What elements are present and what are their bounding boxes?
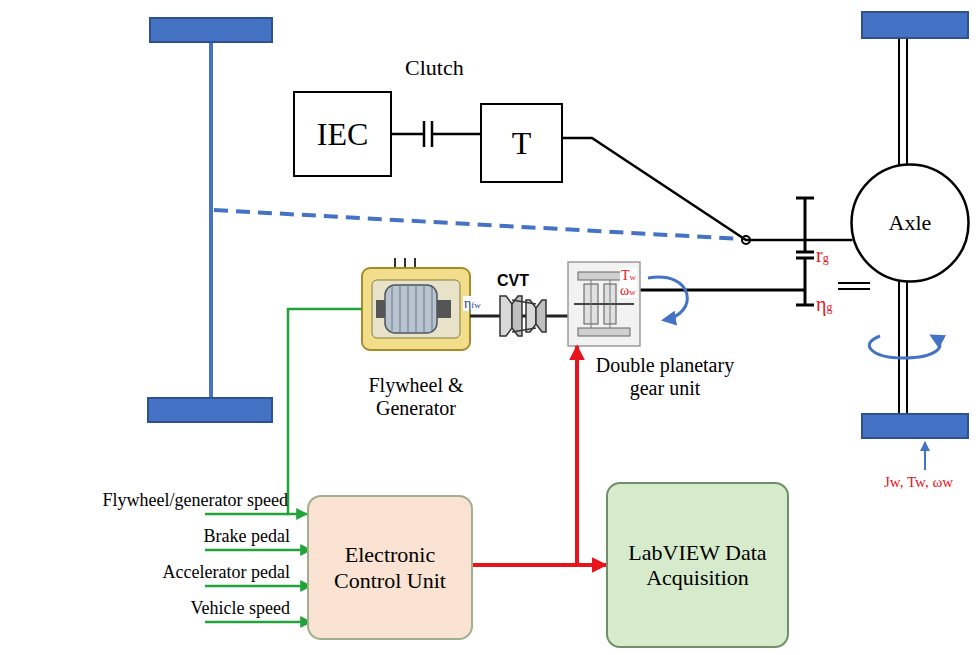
node-text: LabVIEW Data Acquisition [608, 540, 787, 591]
flywheel-generator-drawing-part [437, 300, 451, 318]
flywheel-generator-drawing-part [400, 286, 401, 332]
cvt-drawing-part [512, 328, 536, 332]
node-text: Double planetary gear unit [590, 354, 740, 400]
control-unit-box: Electronic Control Unit [307, 495, 473, 640]
signal-name: Brake pedal [204, 527, 290, 547]
planetary-gear-drawing-part [568, 262, 640, 346]
flywheel-generator-drawing-part [362, 268, 470, 350]
planetary-gear-drawing-part [591, 280, 592, 328]
cvt-drawing [470, 296, 568, 336]
final-drive-gear-part [796, 251, 814, 254]
front-axle-part [148, 398, 272, 422]
node-text: Electronic Control Unit [309, 542, 471, 593]
node-text: Flywheel & Generator [336, 374, 496, 420]
clutch-symbol [424, 121, 432, 147]
final-drive-gear-part [838, 282, 870, 284]
input-signal-arrow-part [205, 621, 311, 624]
rotation-arrow [648, 277, 687, 320]
flywheel-generator-drawing-part [416, 286, 417, 332]
node-text: T [512, 125, 532, 162]
node-text: IEC [317, 116, 369, 153]
flywheel-generator-drawing-part [392, 287, 393, 331]
electric-path-dashed [214, 210, 742, 239]
planetary-gear-drawing [568, 262, 640, 346]
final-drive-gear-part [804, 258, 807, 305]
planetary-gear-drawing-part [578, 328, 630, 336]
flywheel-efficiency-label: ηfw [463, 296, 482, 311]
signal-name: Vehicle speed [191, 599, 290, 619]
control-signal [473, 346, 577, 565]
final-drive-gear-part [796, 304, 814, 307]
input-signal-arrow-part [205, 513, 288, 516]
final-drive-gear-part [804, 198, 807, 252]
signal-name: Accelerator pedal [163, 563, 290, 583]
flywheel-generator-drawing-part [385, 285, 437, 333]
wheel-load-arrow [925, 442, 926, 470]
flywheel-generator-drawing-part [372, 280, 460, 338]
cvt-drawing-part [536, 300, 546, 332]
front-axle-part [209, 42, 213, 398]
axle-outline [852, 165, 969, 282]
final-drive-gear-part [796, 257, 814, 260]
data-acquisition-box: LabVIEW Data Acquisition [606, 482, 789, 648]
front-axle-part [150, 18, 272, 42]
cvt-label: CVT [497, 272, 529, 290]
clutch-shaft [392, 133, 480, 136]
planetary-gear-drawing-part [610, 280, 611, 328]
clutch-label: Clutch [405, 56, 464, 80]
transmission-box: T [480, 103, 563, 183]
node-text: Axle [889, 210, 932, 235]
flywheel-generator-drawing-part [376, 300, 385, 318]
gear-efficiency-label: ηg [816, 293, 832, 315]
cvt-drawing-part [512, 300, 536, 304]
rear-axle-part [862, 12, 968, 38]
wheel-load-arrow-part [924, 442, 926, 470]
electric-path-dashed-part [214, 210, 742, 239]
cvt-drawing-part [526, 300, 536, 332]
front-axle [148, 18, 272, 422]
input-signal-arrow-part [205, 585, 311, 588]
flywheel-generator-drawing-part [408, 286, 409, 332]
final-drive-gear-part [796, 197, 814, 200]
signal-name: Flywheel/generator speed [103, 491, 288, 511]
axle-circle: Axle [850, 163, 970, 283]
wheel-variables-label: Jw, Tw, ωw [884, 474, 953, 491]
torque-label: Tw [620, 268, 637, 283]
speed-label: ωw [619, 283, 637, 298]
flywheel-generator-drawing-part [424, 286, 425, 332]
input-signal-arrow-part [205, 549, 311, 552]
flywheel-generator-drawing [362, 258, 470, 350]
axle-rotation-arrow [869, 336, 940, 358]
flywheel-generator-drawing-part [432, 287, 433, 331]
final-drive-gear-part [838, 288, 870, 290]
planetary-gear-drawing-part [574, 303, 634, 305]
output-shaft [640, 290, 805, 291]
sensor-line [288, 309, 362, 514]
flywheel-generator: Flywheel & Generator [362, 268, 470, 350]
engine-box: IEC [293, 91, 392, 177]
drive-shaft [563, 138, 852, 240]
axle-rotation-arrow-part [869, 336, 940, 358]
output-shaft-part [640, 289, 805, 292]
gear-radius-label: rg [816, 244, 829, 266]
rear-axle-part [862, 414, 968, 438]
data-signal [473, 563, 606, 567]
rotation-arrow-part [648, 277, 687, 320]
cvt-drawing-part [500, 296, 512, 336]
